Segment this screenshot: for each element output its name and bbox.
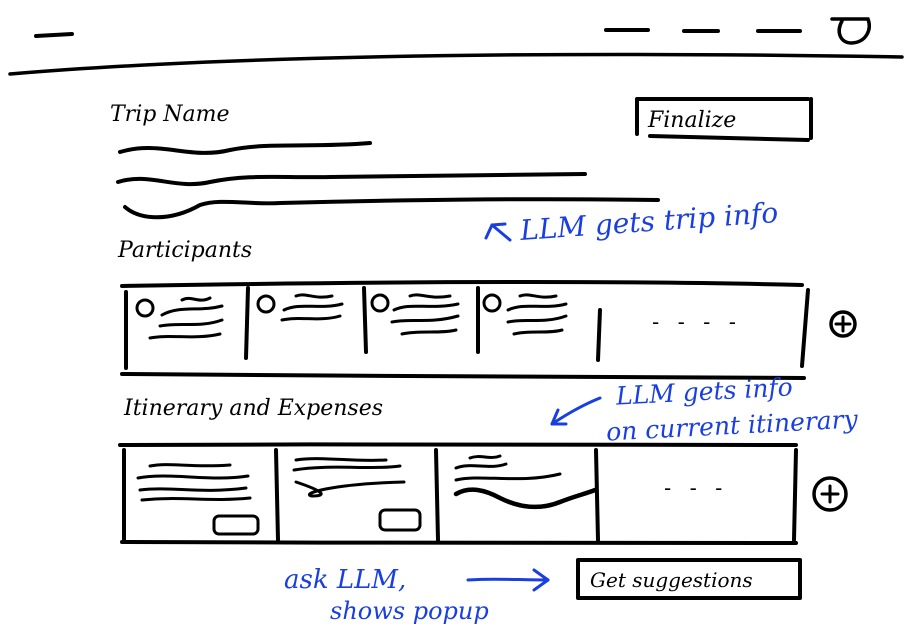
participant-card[interactable] [256, 293, 344, 322]
annotation-ask-llm-line2: shows popup [330, 597, 489, 625]
menu-mark [34, 32, 74, 38]
trip-title[interactable]: Trip Name [110, 102, 230, 127]
annotation-ask-llm-line1: ask LLM, [284, 565, 407, 595]
participant-card[interactable] [135, 296, 224, 340]
itinerary-more-indicator: - - - [664, 476, 729, 500]
itinerary-card[interactable] [136, 463, 260, 536]
expense-tag-icon [212, 514, 260, 536]
avatar-icon [370, 293, 390, 313]
participant-card[interactable] [370, 293, 460, 336]
participants-heading: Participants [118, 238, 253, 263]
avatar-icon [482, 293, 502, 313]
finalize-button[interactable]: Finalize [648, 108, 737, 133]
participant-card[interactable] [482, 293, 568, 336]
itinerary-card[interactable] [453, 454, 598, 510]
expense-tag-icon [378, 508, 422, 532]
avatar-icon [256, 294, 276, 314]
get-suggestions-button[interactable]: Get suggestions [590, 568, 753, 592]
participants-more-indicator: - - - - [652, 310, 742, 334]
plus-icon [829, 310, 857, 338]
header-divider [8, 52, 904, 76]
plus-icon [812, 476, 848, 512]
avatar-icon [135, 298, 155, 318]
itinerary-card[interactable] [292, 457, 422, 532]
profile-icon[interactable] [830, 17, 871, 45]
itinerary-heading: Itinerary and Expenses [124, 396, 384, 421]
